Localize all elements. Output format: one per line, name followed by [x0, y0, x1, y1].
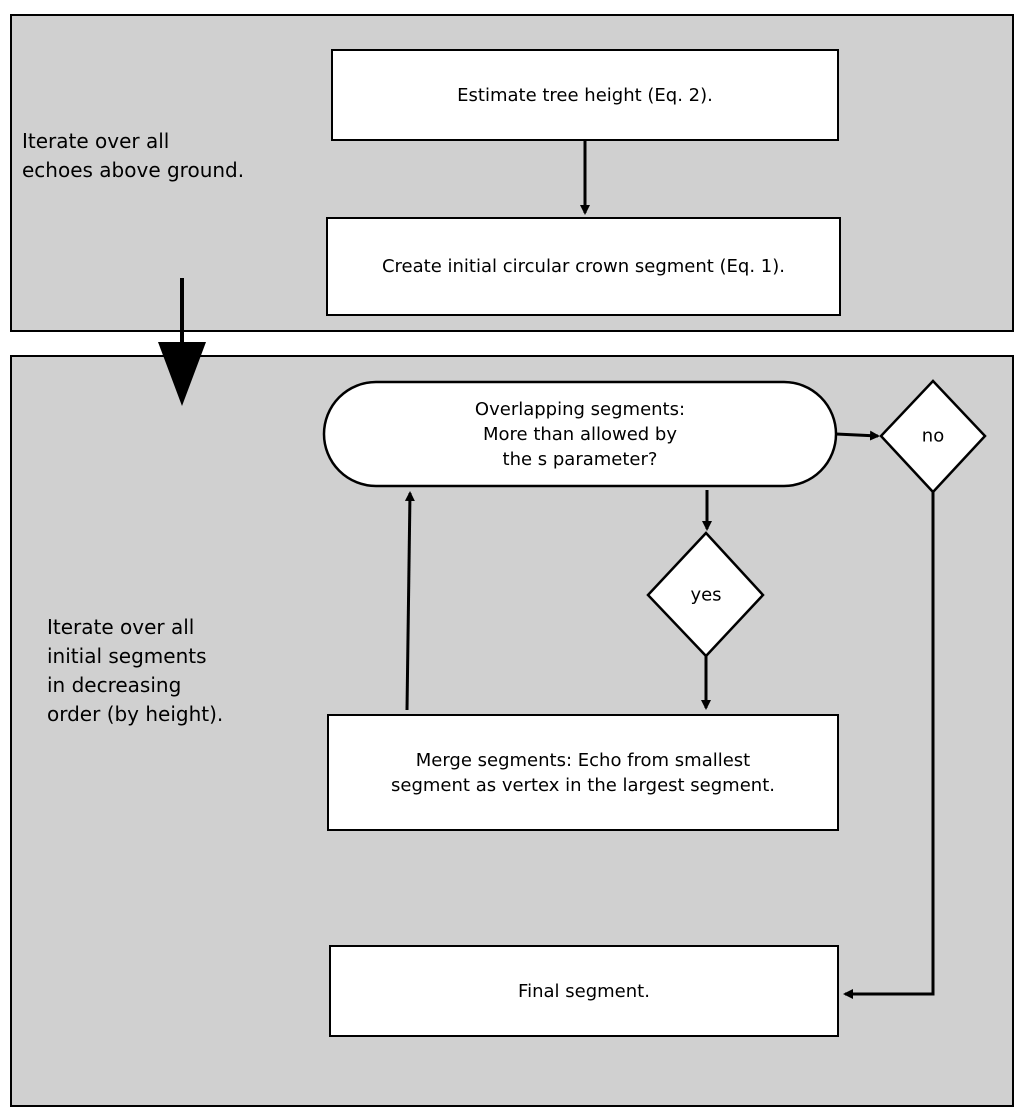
- no-label: no: [921, 425, 945, 447]
- bottom-loop-label: Iterate over all initial segments in dec…: [47, 615, 224, 726]
- overlap-decision-text: Overlapping segments: More than allowed …: [474, 398, 686, 470]
- estimate-tree-height-box: Estimate tree height (Eq. 2).: [331, 49, 839, 141]
- yes-label: yes: [690, 584, 722, 606]
- initial-crown-segment-box: Create initial circular crown segment (E…: [326, 217, 841, 316]
- final-segment-box: Final segment.: [329, 945, 839, 1037]
- top-loop-label: Iterate over all echoes above ground.: [22, 129, 245, 182]
- merge-segments-box: Merge segments: Echo from smallest segme…: [327, 714, 839, 831]
